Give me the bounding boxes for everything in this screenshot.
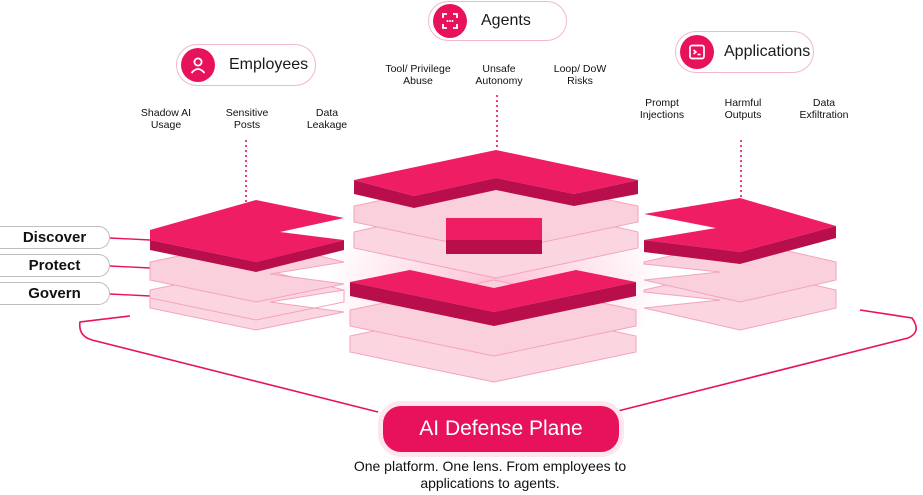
tagline-line-1: One platform. One lens. From employees t…: [353, 458, 627, 474]
left-stack: [149, 200, 345, 331]
employees-label: Employees: [229, 56, 309, 73]
center-top-stack: [353, 150, 639, 279]
left-bracket-line: [78, 315, 379, 413]
terminal-icon: [680, 35, 714, 69]
center-bottom-stack: [349, 270, 637, 383]
protect-connector: [109, 265, 151, 269]
tagline: One platform. One lens. From employees t…: [300, 458, 680, 492]
agents-pill: Agents: [428, 1, 567, 41]
agents-label: Agents: [481, 12, 531, 29]
person-icon: [181, 48, 215, 82]
ai-defense-plane-badge: AI Defense Plane: [378, 401, 624, 457]
tagline-line-2: applications to agents.: [420, 475, 560, 491]
center-middle-block: [446, 218, 542, 254]
discover-connector: [109, 237, 151, 241]
layer-protect: Protect: [0, 254, 110, 277]
applications-label: Applications: [724, 43, 811, 60]
layer-discover: Discover: [0, 226, 110, 249]
layer-govern: Govern: [0, 282, 110, 305]
right-stack: [643, 198, 837, 331]
applications-pill: Applications: [675, 31, 814, 73]
govern-connector: [109, 293, 151, 297]
right-bracket-line: [613, 309, 917, 413]
employees-pill: Employees: [176, 44, 316, 86]
agent-scan-icon: [433, 4, 467, 38]
